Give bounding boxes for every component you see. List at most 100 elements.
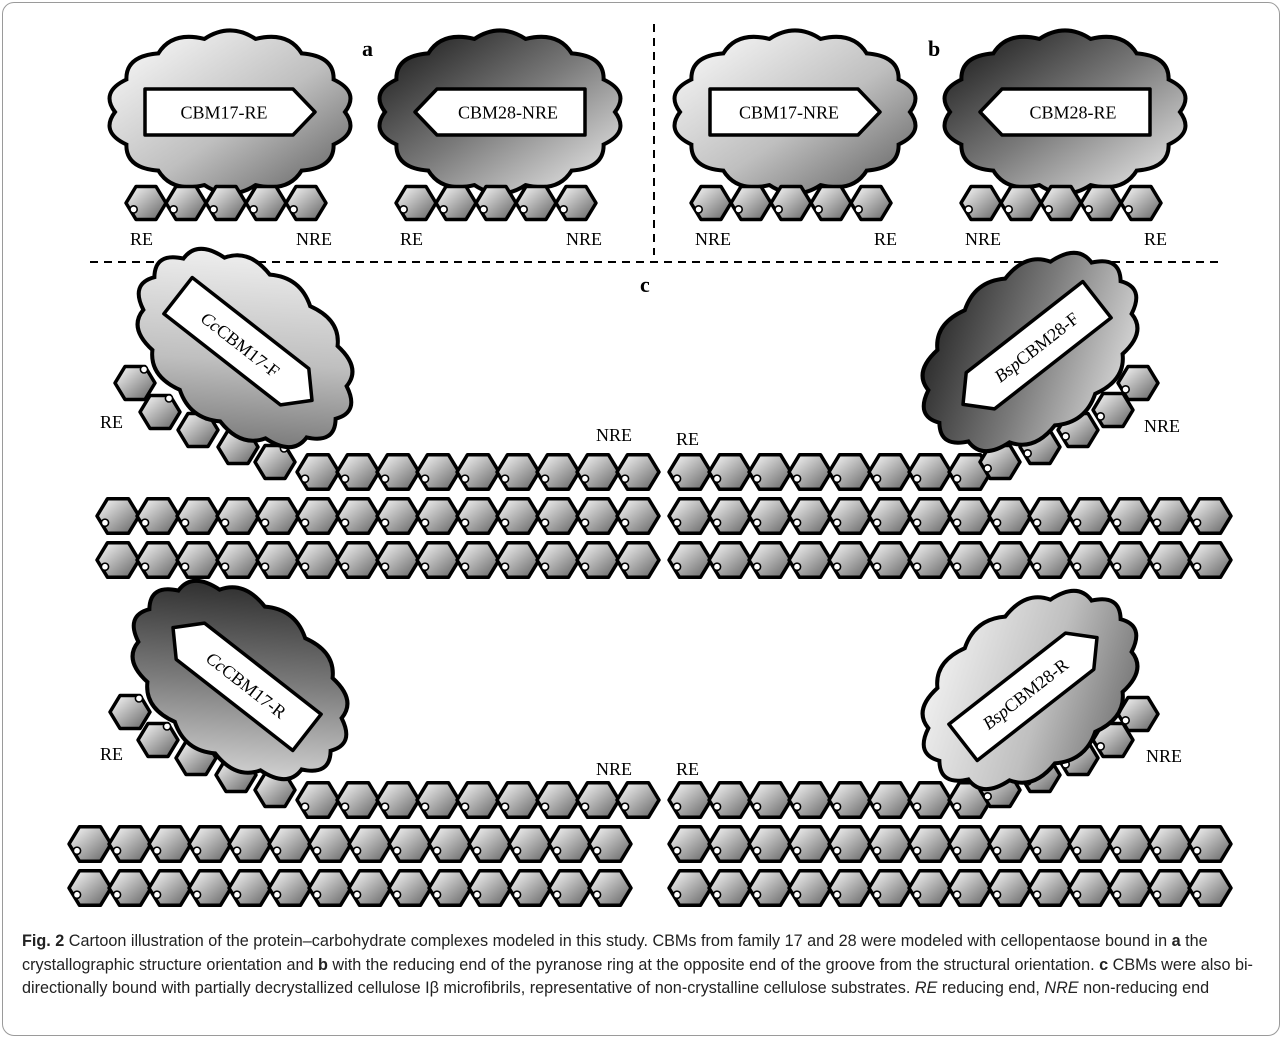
- ring-oxygen-dot: [192, 890, 202, 900]
- caption-re-abbr: RE: [914, 979, 938, 997]
- fibril-lower-right-row2: [667, 824, 1233, 864]
- ring-oxygen-dot: [792, 474, 802, 484]
- glucose-ring: [667, 780, 713, 820]
- end-label-right-1: NRE: [296, 229, 332, 249]
- ring-oxygen-dot: [752, 890, 762, 900]
- ring-oxygen-dot: [1152, 518, 1162, 528]
- caption-nre-abbr: NRE: [1044, 979, 1079, 997]
- ring-outline: [95, 540, 141, 580]
- ring-oxygen-dot: [134, 694, 144, 703]
- glucose-ring: [747, 540, 793, 580]
- ring-outline: [495, 780, 541, 820]
- glucose-ring: [175, 540, 221, 580]
- glucose-ring: [667, 540, 713, 580]
- glucose-ring: [747, 868, 793, 908]
- ring-oxygen-dot: [300, 562, 310, 572]
- ring-outline: [707, 780, 753, 820]
- ring-outline: [987, 496, 1033, 536]
- glucose-ring: [455, 540, 501, 580]
- ring-outline: [175, 496, 221, 536]
- glucose-ring: [138, 393, 182, 431]
- glucose-ring: [947, 868, 993, 908]
- ring-oxygen-dot: [1004, 204, 1013, 214]
- ring-outline: [615, 452, 661, 492]
- ring-outline: [867, 824, 913, 864]
- glucose-ring: [867, 824, 913, 864]
- ring-oxygen-dot: [519, 204, 528, 214]
- ring-oxygen-dot: [540, 802, 550, 812]
- ring-oxygen-dot: [912, 846, 922, 856]
- ring-outline: [667, 780, 713, 820]
- ring-oxygen-dot: [420, 518, 430, 528]
- ring-outline: [347, 824, 393, 864]
- glucose-ring: [867, 780, 913, 820]
- ring-oxygen-dot: [220, 518, 230, 528]
- ring-oxygen-dot: [912, 474, 922, 484]
- glucose-ring: [107, 868, 153, 908]
- ring-oxygen-dot: [500, 474, 510, 484]
- ring-oxygen-dot: [1124, 204, 1133, 214]
- glucose-ring: [136, 721, 180, 759]
- ring-oxygen-dot: [140, 562, 150, 572]
- ring-outline: [164, 184, 208, 222]
- end-label-right-2: NRE: [566, 229, 602, 249]
- ring-outline: [615, 780, 661, 820]
- ring-outline: [295, 540, 341, 580]
- ring-oxygen-dot: [392, 890, 402, 900]
- ring-outline: [187, 868, 233, 908]
- glucose-ring: [147, 824, 193, 864]
- glucose-ring: [667, 824, 713, 864]
- cbm-cbm17-nre: CBM17-NRE: [672, 28, 918, 196]
- ring-outline: [907, 824, 953, 864]
- ring-outline: [455, 780, 501, 820]
- glucose-ring: [295, 780, 341, 820]
- ring-oxygen-dot: [232, 846, 242, 856]
- ring-outline: [667, 540, 713, 580]
- ring-oxygen-dot: [100, 518, 110, 528]
- cbm-label: CBM17-NRE: [739, 102, 839, 122]
- glucose-ring: [1187, 824, 1233, 864]
- ring-outline: [295, 780, 341, 820]
- glucose-ring: [255, 496, 301, 536]
- glucose-ring: [415, 496, 461, 536]
- glucose-ring: [575, 496, 621, 536]
- ring-outline: [947, 496, 993, 536]
- glucose-ring: [307, 824, 353, 864]
- glucose-ring: [809, 184, 853, 222]
- glucose-ring: [187, 824, 233, 864]
- caption-bold-a: a: [1171, 932, 1181, 950]
- ring-outline: [907, 868, 953, 908]
- ring-oxygen-dot: [792, 890, 802, 900]
- ring-outline: [587, 824, 633, 864]
- ring-outline: [867, 868, 913, 908]
- glucose-ring: [959, 184, 1003, 222]
- glucose-ring: [227, 824, 273, 864]
- ring-oxygen-dot: [752, 802, 762, 812]
- ring-oxygen-dot: [72, 890, 82, 900]
- glucose-ring: [427, 868, 473, 908]
- ring-outline: [787, 868, 833, 908]
- ring-outline: [947, 540, 993, 580]
- ring-oxygen-dot: [672, 846, 682, 856]
- ring-oxygen-dot: [340, 518, 350, 528]
- ring-outline: [1187, 496, 1233, 536]
- ring-outline: [547, 868, 593, 908]
- caption-fig-label: Fig. 2: [22, 932, 65, 950]
- ring-outline: [1107, 540, 1153, 580]
- ring-outline: [729, 184, 773, 222]
- ring-outline: [1187, 868, 1233, 908]
- glucose-ring: [689, 184, 733, 222]
- ring-oxygen-dot: [352, 846, 362, 856]
- ring-oxygen-dot: [774, 204, 783, 214]
- fibril-lower-right-row1: [667, 780, 993, 820]
- ring-oxygen-dot: [992, 562, 1002, 572]
- ring-oxygen-dot: [1072, 518, 1082, 528]
- ring-oxygen-dot: [872, 846, 882, 856]
- glucose-ring: [999, 184, 1043, 222]
- ring-outline: [1039, 184, 1083, 222]
- glucose-ring: [615, 780, 661, 820]
- glucose-ring: [335, 452, 381, 492]
- end-label-c3-left: RE: [100, 744, 123, 764]
- ring-outline: [415, 540, 461, 580]
- ring-outline: [987, 824, 1033, 864]
